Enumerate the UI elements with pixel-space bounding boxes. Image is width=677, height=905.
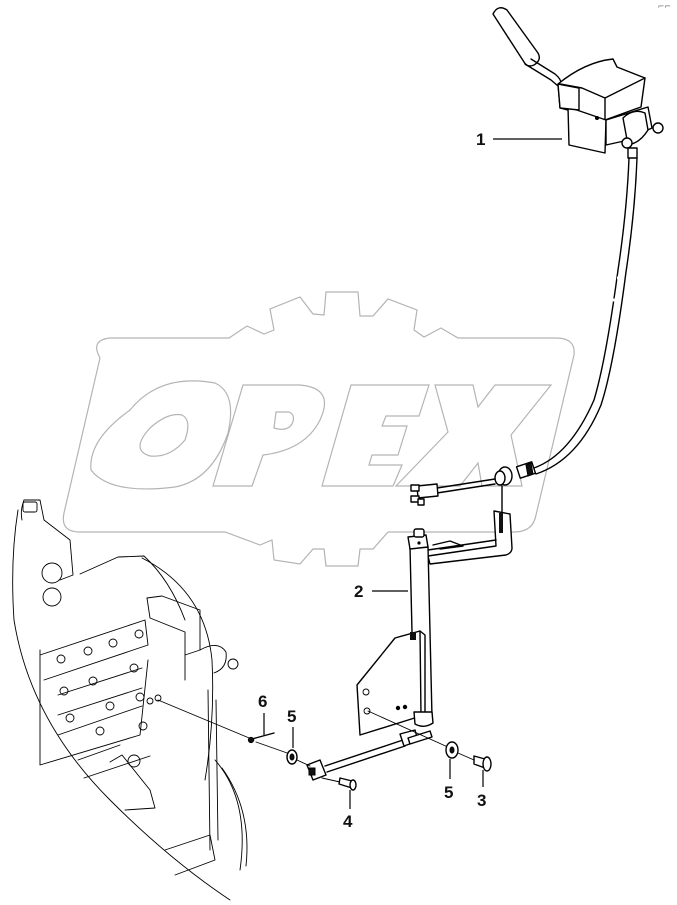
callout-label-6: 6 bbox=[258, 692, 268, 711]
callout-label-5-left: 5 bbox=[287, 707, 297, 726]
callout-label-4: 4 bbox=[343, 812, 353, 831]
transmission-housing bbox=[12, 499, 248, 901]
callout-label-2: 2 bbox=[354, 582, 364, 601]
callout-label-1: 1 bbox=[476, 130, 486, 149]
callout-label-3: 3 bbox=[477, 791, 487, 810]
shift-lever-assembly bbox=[492, 7, 664, 159]
callout-label-5-right: 5 bbox=[444, 783, 454, 802]
opex-watermark bbox=[62, 291, 575, 567]
housing-bolts bbox=[56, 629, 148, 768]
callout-leaders bbox=[263, 138, 562, 809]
control-cable bbox=[410, 157, 638, 516]
support-bracket-assembly bbox=[306, 510, 513, 781]
mounting-hardware bbox=[157, 699, 492, 791]
corner-mark: ⌐⌐ bbox=[657, 2, 671, 11]
